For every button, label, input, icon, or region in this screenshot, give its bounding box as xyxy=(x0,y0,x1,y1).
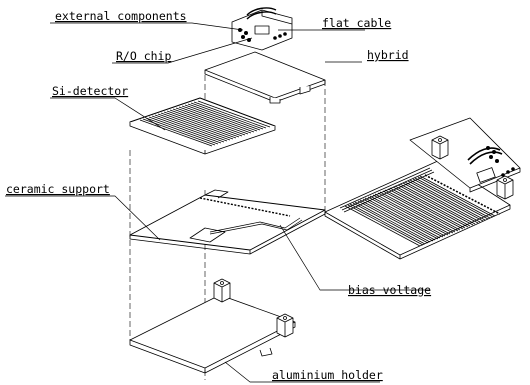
flat-cable-part xyxy=(231,7,293,51)
label-bias-voltage: bias voltage xyxy=(348,283,431,297)
callout-labels: external components flat cable R/O chip … xyxy=(6,9,431,382)
hybrid-part xyxy=(204,51,326,104)
ceramic-support-part xyxy=(129,189,326,255)
aluminium-holder-part xyxy=(129,278,296,374)
label-flat-cable: flat cable xyxy=(322,16,391,30)
leader-lines xyxy=(5,22,430,383)
label-aluminium-holder: aluminium holder xyxy=(272,368,383,382)
holder-post-left xyxy=(213,278,231,303)
label-external-components: external components xyxy=(55,9,187,23)
holder-post-right xyxy=(276,313,294,338)
module-post-left xyxy=(431,135,449,160)
external-components-dots xyxy=(238,28,287,42)
label-si-detector: Si-detector xyxy=(52,84,128,98)
label-hybrid: hybrid xyxy=(367,48,409,62)
si-detector-strips xyxy=(139,100,271,147)
module-post-right xyxy=(496,175,514,200)
module-detector-strips xyxy=(339,167,501,247)
label-ceramic-support: ceramic support xyxy=(6,182,110,196)
label-ro-chip: R/O chip xyxy=(116,49,171,63)
assembled-module xyxy=(324,117,521,260)
si-detector-part xyxy=(129,97,276,155)
